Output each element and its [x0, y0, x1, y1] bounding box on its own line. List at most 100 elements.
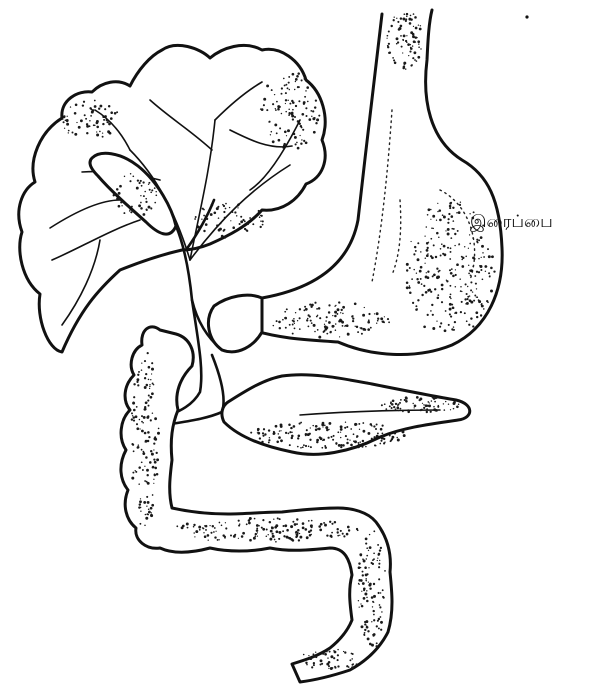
stipple-dot: [472, 237, 474, 239]
stipple-dot: [279, 430, 280, 431]
stipple-dot: [476, 296, 477, 297]
stipple-dot: [154, 202, 156, 204]
stipple-dot: [488, 272, 490, 274]
stipple-dot: [313, 131, 316, 134]
stipple-dot: [368, 550, 369, 551]
stipple-dot: [475, 311, 478, 314]
stipple-dot: [176, 525, 178, 527]
stipple-dot: [144, 406, 146, 408]
stipple-dot: [153, 479, 154, 480]
stipple-dot: [149, 384, 150, 385]
stipple-dot: [393, 406, 395, 408]
stipple-dot: [288, 112, 291, 115]
stipple-dot: [408, 287, 410, 289]
stipple-dot: [373, 558, 375, 560]
stipple-dot: [478, 271, 480, 273]
stipple-dot: [416, 37, 417, 38]
stipple-dot: [437, 294, 439, 296]
stipple-dot: [141, 415, 143, 417]
stipple-dot: [431, 256, 434, 259]
stipple-dot: [299, 308, 301, 310]
stipple-dot: [133, 402, 135, 404]
stipple-dot: [474, 295, 476, 297]
speck: [525, 15, 528, 18]
stipple-dot: [205, 529, 207, 531]
stipple-dot: [383, 597, 385, 599]
stipple-dot: [402, 430, 405, 433]
stipple-dot: [387, 35, 389, 37]
stipple-dot: [130, 211, 132, 213]
stipple-dot: [443, 245, 446, 248]
stipple-dot: [140, 202, 142, 204]
stipple-dot: [324, 524, 327, 527]
stipple-dot: [310, 524, 313, 527]
stipple-dot: [263, 428, 265, 430]
stipple-dot: [436, 220, 437, 221]
stipple-dot: [212, 525, 214, 527]
stipple-dot: [420, 278, 422, 280]
stipple-dot: [146, 513, 148, 515]
stipple-dot: [281, 93, 283, 95]
stipple-dot: [242, 532, 245, 535]
stipple-dot: [277, 517, 279, 519]
stipple-dot: [116, 197, 119, 200]
stipple-dot: [295, 79, 296, 80]
stipple-dot: [263, 98, 266, 101]
stipple-dot: [288, 82, 290, 84]
stipple-dot: [292, 109, 294, 111]
stipple-dot: [306, 664, 308, 666]
stipple-dot: [416, 396, 419, 399]
stipple-dot: [275, 541, 277, 543]
stipple-dot: [151, 373, 152, 374]
stipple-dot: [153, 483, 154, 484]
stipple-dot: [137, 374, 139, 376]
stipple-dot: [473, 300, 475, 302]
stipple-dot: [359, 441, 361, 443]
stipple-dot: [347, 438, 349, 440]
stipple-dot: [402, 18, 405, 21]
stipple-dot: [239, 523, 241, 525]
stipple-dot: [368, 319, 370, 321]
stipple-dot: [378, 592, 380, 594]
stipple-dot: [402, 411, 404, 413]
stipple-dot: [368, 582, 369, 583]
stipple-dot: [353, 433, 355, 435]
stipple-dot: [313, 655, 316, 658]
stipple-dot: [427, 247, 429, 249]
stipple-dot: [365, 538, 368, 541]
stipple-dot: [400, 25, 403, 28]
stipple-dot: [150, 514, 153, 517]
stipple-dot: [453, 228, 455, 230]
stipple-dot: [301, 113, 304, 116]
stipple-dot: [298, 100, 300, 102]
stipple-dot: [210, 532, 212, 534]
stipple-dot: [280, 425, 283, 428]
stipple-dot: [221, 525, 223, 527]
stipple-dot: [311, 534, 312, 535]
stipple-dot: [108, 105, 110, 107]
stipple-dot: [315, 99, 317, 101]
stipple-dot: [285, 103, 286, 104]
stipple-dot: [328, 422, 331, 425]
stipple-dot: [351, 658, 353, 660]
stipple-dot: [93, 124, 95, 126]
stipple-dot: [415, 250, 417, 252]
stipple-dot: [308, 655, 309, 656]
stipple-dot: [456, 263, 459, 266]
stipple-dot: [271, 526, 273, 528]
stipple-dot: [154, 467, 157, 470]
stipple-dot: [395, 403, 397, 405]
stipple-dot: [270, 134, 271, 135]
stipple-dot: [444, 253, 447, 256]
stipple-dot: [380, 629, 382, 631]
stipple-dot: [275, 425, 278, 428]
stipple-dot: [346, 533, 349, 536]
stipple-dot: [137, 447, 139, 449]
stipple-dot: [154, 187, 156, 189]
stipple-dot: [151, 362, 153, 364]
stipple-dot: [432, 275, 434, 277]
stipple-dot: [470, 289, 472, 291]
stipple-dot: [432, 215, 435, 218]
stipple-dot: [358, 443, 360, 445]
stipple-dot: [203, 209, 205, 211]
